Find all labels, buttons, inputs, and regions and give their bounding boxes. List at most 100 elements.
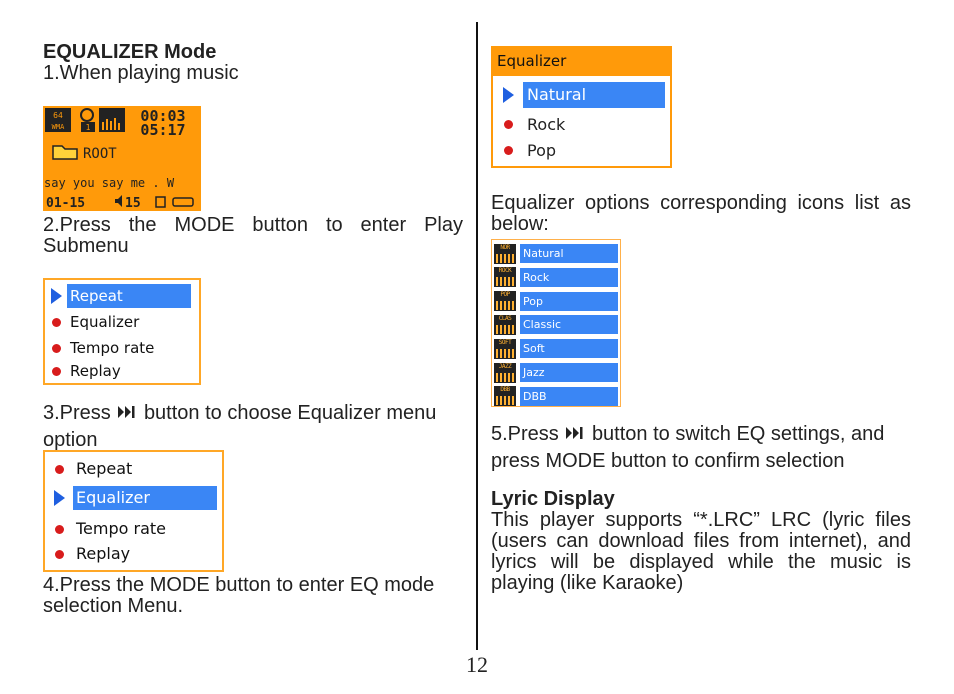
player-time2: 05:17 bbox=[140, 121, 185, 139]
eq-icon-label: Pop bbox=[520, 291, 618, 311]
eq-icon-label: DBB bbox=[520, 386, 618, 406]
player-time1: 00:03 bbox=[140, 107, 185, 125]
menu2-label: Equalizer bbox=[73, 486, 217, 510]
eq-mode-badge-text: POP bbox=[500, 291, 510, 299]
eq-item-label: Rock bbox=[527, 114, 566, 134]
player-lyric: say you say me . W bbox=[44, 176, 175, 190]
eq-mode-badge-icon: DBB bbox=[494, 386, 516, 407]
eq-icon-row: CLAS Classic bbox=[494, 314, 620, 335]
menu1-label: Repeat bbox=[67, 284, 191, 308]
eq-icon-label: Jazz bbox=[520, 363, 618, 382]
menu1-item-repeat[interactable]: Repeat bbox=[45, 284, 199, 308]
eq-item-natural[interactable]: Natural bbox=[493, 81, 670, 109]
eq-mode-badge-icon: JAZZ bbox=[494, 362, 516, 383]
player-track: 01-15 bbox=[46, 196, 85, 211]
menu2-item-replay[interactable]: Replay bbox=[45, 542, 222, 566]
bullet-dot-icon bbox=[51, 317, 61, 327]
menu2-label: Repeat bbox=[76, 459, 133, 478]
eq-bars-icon bbox=[496, 372, 514, 382]
menu1-item-replay[interactable]: Replay bbox=[45, 359, 199, 383]
step-5-post: button to switch EQ settings, and press … bbox=[491, 423, 885, 472]
icons-list-text: Equalizer options corresponding icons li… bbox=[491, 192, 911, 235]
eq-bars-icon bbox=[496, 277, 514, 287]
step-1-text: 1.When playing music bbox=[43, 62, 239, 84]
menu2-label: Replay bbox=[76, 544, 131, 563]
eq-item-label: Natural bbox=[523, 82, 665, 108]
eq-bars-icon bbox=[496, 348, 514, 358]
eq-bars-icon bbox=[496, 253, 514, 263]
eq-mode-badge-icon: POP bbox=[494, 291, 516, 312]
bullet-dot-icon bbox=[54, 464, 64, 474]
equalizer-menu-title: Equalizer bbox=[493, 48, 670, 76]
step-5-pre: 5.Press bbox=[491, 423, 559, 445]
selection-arrow-icon bbox=[502, 87, 514, 103]
step-3-pre: 3.Press bbox=[43, 402, 111, 424]
eq-bars-icon bbox=[496, 324, 514, 334]
eq-icon-row: NOR Natural bbox=[494, 243, 620, 264]
eq-icon-row: JAZZ Jazz bbox=[494, 362, 620, 383]
menu1-label: Tempo rate bbox=[70, 339, 155, 357]
section-heading-equalizer: EQUALIZER Mode bbox=[43, 41, 217, 63]
step-2-text: 2.Press the MODE button to enter Play Su… bbox=[43, 214, 463, 257]
equalizer-menu: Equalizer Natural Rock Pop bbox=[491, 46, 672, 168]
menu2-item-tempo-rate[interactable]: Tempo rate bbox=[45, 517, 222, 541]
eq-mode-badge-icon: SOFT bbox=[494, 338, 516, 359]
menu1-item-tempo-rate[interactable]: Tempo rate bbox=[45, 336, 199, 360]
eq-icon-label: Soft bbox=[520, 339, 618, 359]
eq-bars-icon bbox=[496, 396, 514, 406]
menu1-label: Equalizer bbox=[70, 313, 140, 331]
bullet-dot-icon bbox=[503, 145, 513, 155]
player-volume: 15 bbox=[125, 196, 141, 211]
eq-icon-label: Classic bbox=[520, 315, 618, 335]
bullet-dot-icon bbox=[54, 549, 64, 559]
svg-text:1: 1 bbox=[86, 123, 91, 132]
eq-mode-badge-icon: NOR bbox=[494, 243, 516, 264]
eq-mode-badge-text: JAZZ bbox=[498, 362, 512, 370]
eq-icon-row: SOFT Soft bbox=[494, 338, 620, 359]
eq-mode-badge-text: SOFT bbox=[498, 338, 512, 346]
eq-mode-badge-text: ROCK bbox=[498, 267, 512, 275]
eq-mode-badge-text: NOR bbox=[500, 243, 510, 251]
eq-icon-row: ROCK Rock bbox=[494, 267, 620, 288]
bullet-dot-icon bbox=[54, 524, 64, 534]
next-track-icon bbox=[564, 426, 586, 451]
eq-mode-badge-text: CLAS bbox=[498, 314, 512, 322]
menu2-item-repeat[interactable]: Repeat bbox=[45, 457, 222, 481]
eq-icon-label: Rock bbox=[520, 267, 618, 287]
bullet-dot-icon bbox=[51, 366, 61, 376]
selection-arrow-icon bbox=[50, 288, 62, 304]
eq-item-rock[interactable]: Rock bbox=[493, 111, 670, 137]
play-submenu: Repeat Equalizer Tempo rate Replay bbox=[43, 278, 201, 385]
step-4-text: 4.Press the MODE button to enter EQ mode… bbox=[43, 574, 435, 617]
eq-mode-badge-icon: ROCK bbox=[494, 267, 516, 288]
column-divider bbox=[476, 22, 478, 650]
next-track-icon bbox=[116, 405, 138, 430]
menu1-item-equalizer[interactable]: Equalizer bbox=[45, 310, 199, 334]
selection-arrow-icon bbox=[53, 490, 65, 506]
eq-item-label: Pop bbox=[527, 140, 557, 160]
play-submenu-equalizer-selected: Repeat Equalizer Tempo rate Replay bbox=[43, 450, 224, 572]
lyric-display-heading: Lyric Display bbox=[491, 488, 615, 510]
menu2-label: Tempo rate bbox=[76, 519, 167, 538]
svg-text:WMA: WMA bbox=[52, 123, 65, 131]
step-3-text: 3.Press button to choose Equalizer menu … bbox=[43, 403, 468, 451]
eq-mode-badge-text: DBB bbox=[500, 386, 510, 394]
bullet-dot-icon bbox=[503, 119, 513, 129]
eq-item-pop[interactable]: Pop bbox=[493, 137, 670, 163]
player-folder: ROOT bbox=[83, 146, 117, 162]
player-screen-graphics: 64 WMA 1 00:03 05:17 ROOT say you say me… bbox=[44, 107, 194, 211]
page-number: 12 bbox=[466, 652, 488, 677]
menu2-item-equalizer[interactable]: Equalizer bbox=[45, 486, 222, 510]
menu1-label: Replay bbox=[70, 362, 121, 380]
bullet-dot-icon bbox=[51, 343, 61, 353]
eq-icon-row: POP Pop bbox=[494, 291, 620, 312]
eq-mode-badge-icon: CLAS bbox=[494, 314, 516, 335]
player-screen: 64 WMA 1 00:03 05:17 ROOT say you say me… bbox=[43, 106, 201, 211]
step-3-post: button to choose Equalizer menu option bbox=[43, 402, 437, 451]
eq-icon-row: DBB DBB bbox=[494, 386, 620, 407]
svg-text:64: 64 bbox=[53, 111, 63, 120]
step-5-text: 5.Press button to switch EQ settings, an… bbox=[491, 424, 916, 472]
lyric-display-text: This player supports “*.LRC” LRC (lyric … bbox=[491, 509, 911, 594]
eq-icon-label: Natural bbox=[520, 244, 618, 263]
